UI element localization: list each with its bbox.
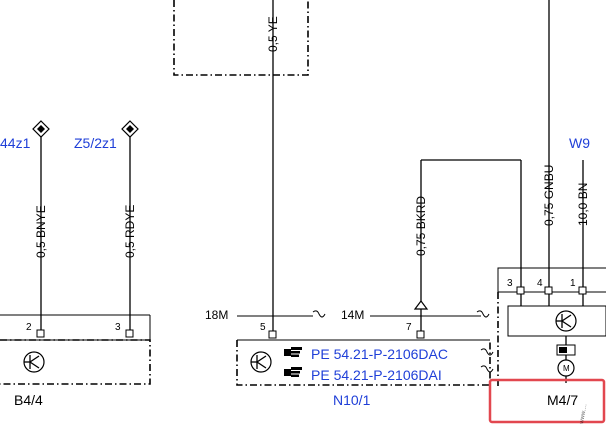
top-component-box [173,0,309,76]
pin-n10-5: 5 [260,322,266,333]
pin-n10-7: 7 [406,322,412,333]
component-n10-1 [236,310,494,386]
ref-z5-2z1[interactable]: Z5/2z1 [74,135,117,151]
motor-label: M [563,364,570,373]
wire-label-ye: 0,5 YE [266,16,280,52]
component-m4-7 [497,267,606,386]
pin-m4-4: 4 [537,278,543,289]
ref-44z1[interactable]: 44z1 [0,135,31,151]
pe-link-1[interactable]: PE 54.21-P-2106DAC [311,346,448,362]
component-b4-4 [0,314,151,385]
wire-label-rdye: 0,5 RDYE [123,205,137,258]
terminal-symbol-z5-2z1 [121,120,139,138]
hand-pointer-icon [284,347,302,357]
wire-label-gnbu: 0,75 GNBU [542,165,556,226]
pin-m4-1: 1 [570,278,576,289]
connector-18m: 18M [205,308,228,322]
pe-link-2[interactable]: PE 54.21-P-2106DAI [311,367,442,383]
connector-arrow-14m [413,300,429,310]
highlight-box [488,378,606,424]
wire-label-bnye: 0,5 BNYE [34,205,48,258]
component-label-m4-7: M4/7 [547,392,578,408]
pin-z52-3: 3 [115,322,121,333]
wires [40,0,584,326]
pin-b44-2: 2 [26,322,32,333]
component-label-b4-4: B4/4 [14,392,43,408]
ref-w9[interactable]: W9 [569,135,590,151]
watermark: www.… [579,403,589,425]
wire-label-bkrd: 0,75 BKRD [414,196,428,256]
pin-m4-3: 3 [507,278,513,289]
terminal-symbol-44z1 [32,120,50,138]
component-label-n10-1[interactable]: N10/1 [333,392,371,408]
wire-label-bn: 10,0 BN [576,183,590,226]
hand-pointer-icon [284,367,302,377]
connector-14m: 14M [341,308,364,322]
